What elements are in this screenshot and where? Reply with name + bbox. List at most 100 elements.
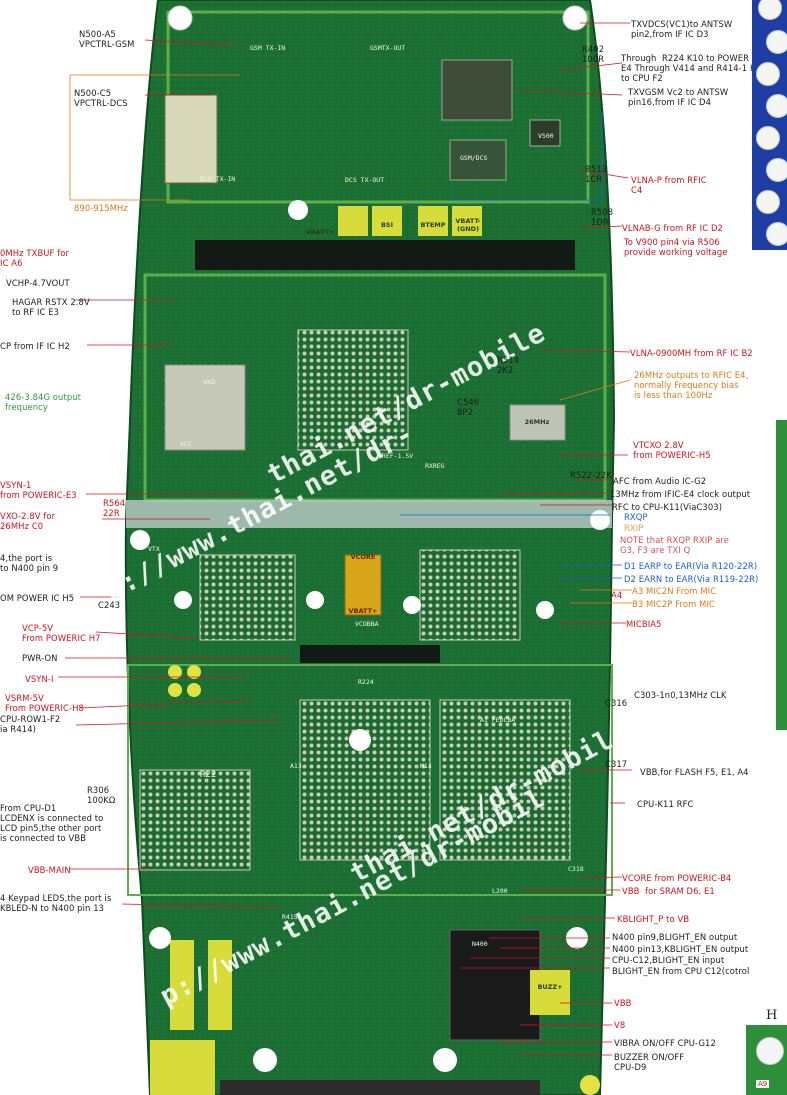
label-d1-earp: D1 EARP to EAR(Via R120-22R) [624, 561, 758, 571]
label-r564: R564 22R [103, 498, 126, 518]
mount-hole [349, 729, 371, 751]
silk-a1f: A1 FEDCBA [480, 716, 516, 724]
test-pad [580, 1075, 600, 1095]
sram-bga [439, 699, 571, 861]
silk-n400: N400 [472, 940, 488, 948]
power-ic-bga [199, 554, 296, 641]
label-kblight-p: KBLIGHT_P to VB [617, 914, 690, 924]
label-r513: R513 1CR [585, 164, 608, 184]
test-pad [168, 665, 182, 679]
label-vbb-sram: VBB for SRAM D6, E1 [622, 886, 715, 896]
mount-hole [288, 200, 308, 220]
if-ic-bga [297, 329, 409, 451]
label-c316: C316 [605, 698, 628, 708]
label-d2-earn: D2 EARN to EAR(Via R119-22R) [624, 574, 759, 584]
left-callout-lines [58, 39, 290, 908]
label-r508: R508 1DR [591, 207, 614, 227]
label-pwr-on: PWR-ON [22, 653, 58, 663]
label-vibra: VIBRA ON/OFF CPU-G12 [614, 1038, 716, 1048]
label-blight-cpu: BLIGHT_EN from CPU C12(cotrol [612, 966, 750, 976]
label-c243: C243 [98, 600, 121, 610]
mount-hole [130, 530, 150, 550]
label-through-r224: Through R224 K10 to POWER IC E4 Through … [621, 53, 761, 83]
label-micbias: MICBIA5 [626, 619, 662, 629]
label-v8: V8 [614, 1020, 626, 1030]
battery-label-btemp: BTEMP [420, 221, 446, 229]
label-cpu-row: CPU-ROW1-F2 ia R414) [0, 714, 61, 734]
mount-hole [167, 5, 193, 31]
left-orange-lines [69, 74, 240, 201]
label-freq-890: 890-915MHz [74, 203, 128, 213]
silk-v500: V500 [538, 132, 554, 140]
mount-hole [562, 5, 588, 31]
label-pom-ic: OM POWER IC H5 [0, 593, 75, 603]
label-r514: R514 2K2 [497, 355, 520, 375]
crystal-26mhz [509, 404, 566, 441]
label-n500-a5: N500-A5 VPCTRL-GSM [79, 29, 135, 49]
pwr-connector [300, 645, 440, 663]
label-note: NOTE that RXQP RXIP are G3, F3 are TXI Q [620, 535, 730, 555]
mount-hole [403, 596, 421, 614]
label-c546: C546 8P2 [457, 397, 480, 417]
vbatt-cap-label: VBATT+ [348, 607, 378, 615]
label-n400-p9: N400 pin9,BLIGHT_EN output [612, 932, 738, 942]
right-edge-panel [752, 0, 787, 250]
label-port-n400: 4,the port is to N400 pin 9 [0, 553, 59, 573]
label-a4: A4 [611, 590, 623, 600]
battery-label-bsi: BSI [380, 221, 394, 229]
label-rfc-cpu: RFC to CPU-K11(ViaC303) [612, 502, 723, 512]
bottom-connector [220, 1080, 540, 1095]
label-vbb-flash: VBB,for FLASH F5, E1, A4 [640, 767, 749, 777]
label-txvdcs: TXVDCS(VC1)to ANTSW pin2,from IF IC D3 [631, 19, 733, 39]
pa-module [164, 94, 218, 184]
silk-vxo: VXO [203, 378, 215, 386]
label-cpu-k11: CPU-K11 RFC [637, 799, 694, 809]
label-vcore: VCORE from POWERIC-B4 [622, 873, 732, 883]
label-vbb-main: VBB-MAIN [28, 865, 71, 875]
label-vlna-0900: VLNA-0900MH from RF IC B2 [630, 348, 753, 358]
label-vbb: VBB [614, 998, 632, 1008]
audio-ic-bga [419, 549, 521, 641]
vcore-cap [344, 554, 382, 616]
silk-vref: VREF-1.5V [378, 452, 414, 460]
label-26mhz-out: 26MHz outputs to RFIC E4, normally Frequ… [634, 370, 749, 400]
label-c303: C303-1n0,13MHz CLK [634, 690, 727, 700]
label-r306: R306 100KΩ [87, 785, 116, 805]
label-13mhz: 13MHz from IFIC-E4 clock output [610, 489, 751, 499]
label-vtcxo: VTCXO 2.8V from POWERIC-H5 [633, 440, 711, 460]
label-cp-if: CP from IF IC H2 [0, 341, 70, 351]
mount-hole [253, 1048, 277, 1072]
right-callout-lines [460, 22, 632, 1056]
label-n500-c5: N500-C5 VPCTRL-DCS [74, 88, 128, 108]
battery-pad-gnd [452, 206, 482, 236]
silk-vtx: VTX [148, 545, 160, 553]
flash-bga [139, 769, 251, 871]
panel-dot [756, 190, 780, 214]
silk-m13: M13 [420, 762, 432, 770]
shield-divider-strip [126, 500, 612, 528]
led-pad-1 [170, 940, 194, 1030]
label-keypad: 4 Keypad LEDS,the port is KBLED-N to N40… [0, 893, 112, 913]
label-buzzer: BUZZER ON/OFF CPU-D9 [614, 1052, 685, 1072]
label-lcdenx: From CPU-D1 LCDENX is connected to LCD p… [0, 803, 104, 843]
mount-hole [433, 1048, 457, 1072]
label-vsrm: VSRM-5V From POWERIC-H8 [5, 693, 84, 713]
side-panel-letter: H [766, 1008, 778, 1023]
label-cpu-c12: CPU-C12,BLIGHT_EN input [612, 955, 725, 965]
mount-hole [174, 591, 192, 609]
battery-pad-vbatt [338, 206, 368, 236]
led-square [150, 1040, 215, 1095]
panel-dot [758, 0, 782, 20]
panel-dot [766, 30, 787, 54]
silk-dcs-tx-out: DCS TX-OUT [345, 176, 385, 184]
crystal-label: 26MHz [524, 418, 550, 426]
silk-r22: R22 [200, 770, 217, 780]
label-txvgsm: TXVGSM Vc2 to ANTSW pin16,from IF IC D4 [628, 87, 729, 107]
label-hagar: HAGAR RSTX 2.8V to RF IC E3 [12, 297, 90, 317]
buzzer-label: BUZZ+ [537, 983, 563, 991]
silk-vcobba: VCOBBA [355, 620, 379, 628]
silk-gsm-tx-in: GSM TX-IN [250, 44, 286, 52]
cpu-mem-shield [127, 664, 613, 896]
label-vsyn-i: VSYN-I [25, 674, 54, 684]
right-orange-lines [559, 379, 632, 604]
